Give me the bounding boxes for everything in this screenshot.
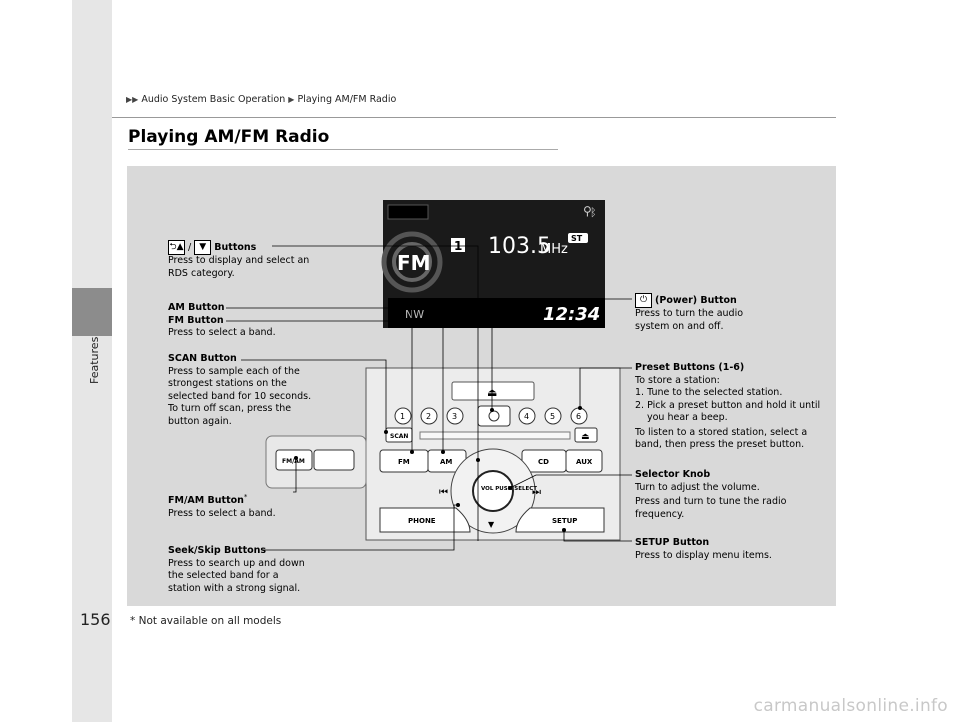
preset-outro: To listen to a stored station, select a … xyxy=(635,426,808,451)
svg-text:FM: FM xyxy=(398,458,410,466)
scan-desc: Press to sample each of the strongest st… xyxy=(168,365,312,427)
fm-button-title: FM Button xyxy=(168,314,224,326)
category-buttons-callout: ⮌▲ / ▼ Buttons Press to display and sele… xyxy=(168,240,318,280)
phone-panel-button xyxy=(379,507,471,533)
selector-knob xyxy=(472,470,514,512)
aux-panel-button xyxy=(565,449,603,473)
display-unit: MHz xyxy=(540,242,568,257)
display-top-box xyxy=(387,204,429,220)
svg-text:PHONE: PHONE xyxy=(408,517,436,525)
separator: / xyxy=(188,242,192,253)
left-margin xyxy=(0,0,30,722)
power-callout: ⏻ (Power) Button Press to turn the audio… xyxy=(635,293,775,333)
setup-panel-button xyxy=(515,507,605,533)
leader-lines xyxy=(226,245,632,551)
svg-text:5: 5 xyxy=(550,412,555,421)
svg-text:2: 2 xyxy=(426,412,431,421)
seek-callout: Seek/Skip Buttons Press to search up and… xyxy=(168,545,313,595)
power-desc: Press to turn the audio system on and of… xyxy=(635,308,744,332)
display-stereo: ST xyxy=(571,234,583,243)
breadcrumb-arrow-icon: ▶ xyxy=(288,95,295,104)
cd-slot xyxy=(419,431,571,440)
chapter-tab-marker xyxy=(72,288,112,336)
fmam-callout: FM/AM Button* Press to select a band. xyxy=(168,491,308,520)
seek-title: Seek/Skip Buttons xyxy=(168,545,267,556)
svg-text:AUX: AUX xyxy=(576,458,593,466)
breadcrumb-arrow-icon: ▶▶ xyxy=(126,95,139,104)
svg-text:6: 6 xyxy=(576,412,581,421)
svg-text:SETUP: SETUP xyxy=(552,517,577,525)
svg-text:FM/AM: FM/AM xyxy=(282,458,305,465)
xm-panel-button xyxy=(313,449,355,471)
breadcrumb-item[interactable]: Playing AM/FM Radio xyxy=(297,94,397,105)
eject-area xyxy=(451,381,535,401)
power-icon xyxy=(488,410,500,422)
seek-desc: Press to search up and down the selected… xyxy=(168,557,305,594)
breadcrumb-item[interactable]: Audio System Basic Operation xyxy=(141,94,286,105)
back-up-icon: ⮌▲ xyxy=(168,240,185,255)
leader-dots xyxy=(294,406,582,532)
header-divider xyxy=(112,117,836,118)
watermark: carmanualsonline.info xyxy=(753,696,948,716)
power-icon: ⏻ xyxy=(635,293,652,308)
display-band: FM xyxy=(397,251,431,275)
svg-text:1: 1 xyxy=(400,412,405,421)
selector-callout: Selector Knob Turn to adjust the volume.… xyxy=(635,469,820,521)
am-fm-desc: Press to select a band. xyxy=(168,327,276,338)
title-underline xyxy=(128,149,558,150)
setup-title: SETUP Button xyxy=(635,537,710,548)
preset-step-2: 2. Pick a preset button and hold it unti… xyxy=(635,399,821,424)
preset-callout: Preset Buttons (1-6) To store a station:… xyxy=(635,362,825,452)
down-icon: ▼ xyxy=(194,240,212,255)
svg-text:SCAN: SCAN xyxy=(390,433,408,440)
category-buttons-desc: Press to display and select an RDS categ… xyxy=(168,255,310,279)
display-bottom-bar xyxy=(388,298,605,328)
scan-title: SCAN Button xyxy=(168,353,237,364)
page-number: 156 xyxy=(80,610,111,629)
am-button-title: AM Button xyxy=(168,302,225,313)
display-clock: 12:34 xyxy=(543,304,600,325)
svg-text:AM: AM xyxy=(440,458,452,466)
usb-icon: ⚲ xyxy=(583,204,592,218)
fmam-title: FM/AM Button xyxy=(168,495,244,507)
display-frequency: 103.5 xyxy=(488,234,551,259)
svg-text:4: 4 xyxy=(524,412,529,421)
breadcrumb: ▶▶ Audio System Basic Operation ▶ Playin… xyxy=(126,94,396,105)
signal-ring-icon xyxy=(381,231,443,293)
eject-button xyxy=(574,427,598,443)
setup-callout: SETUP Button Press to display menu items… xyxy=(635,537,820,562)
power-button xyxy=(477,405,511,427)
chapter-tab-strip xyxy=(72,0,112,722)
bluetooth-icon: ᛒ xyxy=(590,206,597,219)
display-preset-box xyxy=(451,238,465,252)
selector-title: Selector Knob xyxy=(635,469,711,480)
stereo-badge xyxy=(568,233,588,243)
preset-intro: To store a station: xyxy=(635,374,720,386)
seek-forward-icon: ⏭ xyxy=(532,487,541,498)
footnote: * Not available on all models xyxy=(130,615,282,627)
page-title: Playing AM/FM Radio xyxy=(128,127,330,147)
am-fm-callout: AM Button FM Button Press to select a ba… xyxy=(168,302,308,340)
selector-desc-1: Turn to adjust the volume. xyxy=(635,481,760,493)
preset-buttons: 1 2 3 4 5 6 xyxy=(394,407,588,425)
scan-callout: SCAN Button Press to sample each of the … xyxy=(168,353,316,428)
preset-title: Preset Buttons (1-6) xyxy=(635,362,745,373)
fmam-panel-button xyxy=(275,449,313,471)
eject-small-icon: ⏏ xyxy=(581,432,590,442)
footnote-mark: * xyxy=(243,493,248,501)
category-down-icon: ▼ xyxy=(488,520,495,529)
seek-back-icon: ⏮ xyxy=(439,487,448,498)
category-buttons-title: Buttons xyxy=(214,242,257,253)
signal-ring-icon xyxy=(392,242,432,282)
svg-text:CD: CD xyxy=(538,458,549,466)
display-compass: NW xyxy=(405,308,424,321)
svg-text:3: 3 xyxy=(452,412,457,421)
setup-desc: Press to display menu items. xyxy=(635,549,772,561)
power-title: (Power) Button xyxy=(655,295,737,306)
selector-desc-2: Press and turn to tune the radio frequen… xyxy=(635,496,787,520)
preset-step-1: 1. Tune to the selected station. xyxy=(635,387,783,398)
fmam-desc: Press to select a band. xyxy=(168,507,276,519)
